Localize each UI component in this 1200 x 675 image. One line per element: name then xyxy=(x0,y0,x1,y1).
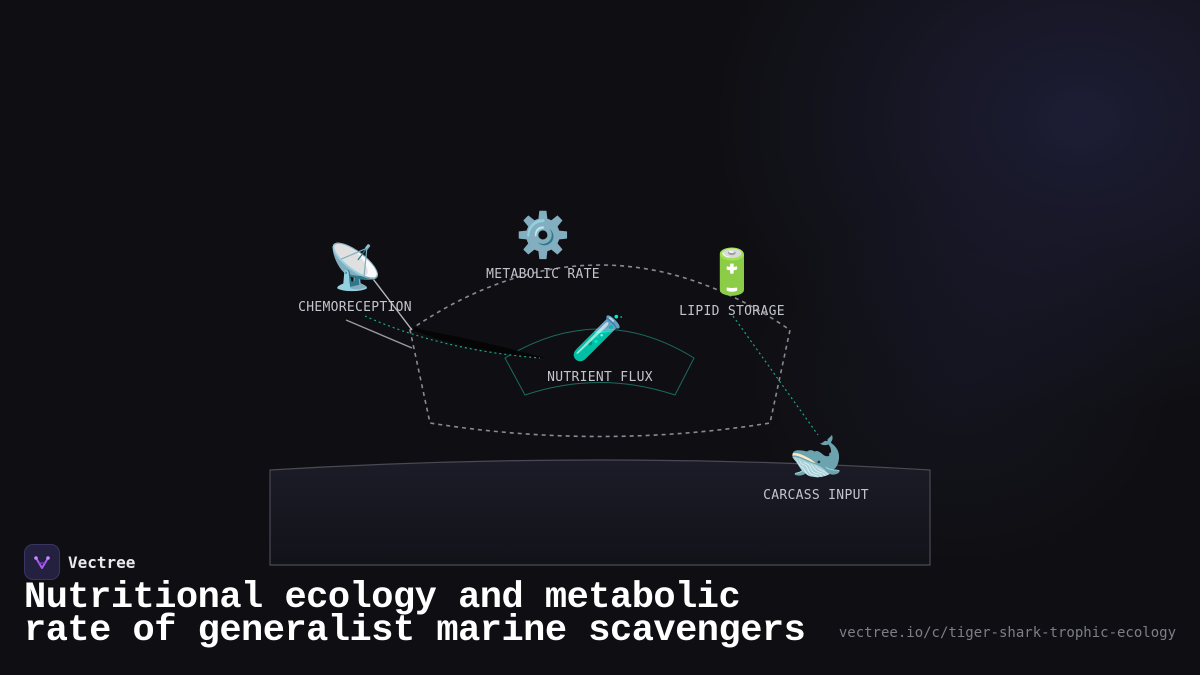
node-label-chemoreception: CHEMORECEPTION xyxy=(298,300,412,315)
satellite-antenna-icon: 📡 xyxy=(327,242,383,293)
node-label-metabolic-rate: METABOLIC RATE xyxy=(486,267,600,282)
vectree-logo-icon xyxy=(24,544,60,580)
node-label-lipid-storage: LIPID STORAGE xyxy=(679,304,785,319)
node-label-carcass-input: CARCASS INPUT xyxy=(763,488,869,503)
chemo-to-flux-link xyxy=(364,315,541,359)
gear-icon: ⚙️ xyxy=(515,210,571,261)
page-title: Nutritional ecology and metabolic rate o… xyxy=(24,577,806,652)
whale-icon: 🐋 xyxy=(788,431,844,482)
brand-name: Vectree xyxy=(68,552,136,572)
wedge-shadow xyxy=(412,328,545,358)
battery-icon: 🔋 xyxy=(704,247,760,298)
test-tube-icon: 🧪 xyxy=(570,313,626,364)
source-url[interactable]: vectree.io/c/tiger-shark-trophic-ecology xyxy=(838,625,1176,641)
brand: Vectree xyxy=(24,544,135,580)
antenna-line-2 xyxy=(345,319,413,349)
antenna-line-1 xyxy=(369,274,413,331)
platform-base xyxy=(269,459,931,566)
node-label-nutrient-flux: NUTRIENT FLUX xyxy=(547,370,653,385)
lipid-to-carcass-link xyxy=(732,315,819,436)
nutrient-bowl xyxy=(504,328,695,396)
